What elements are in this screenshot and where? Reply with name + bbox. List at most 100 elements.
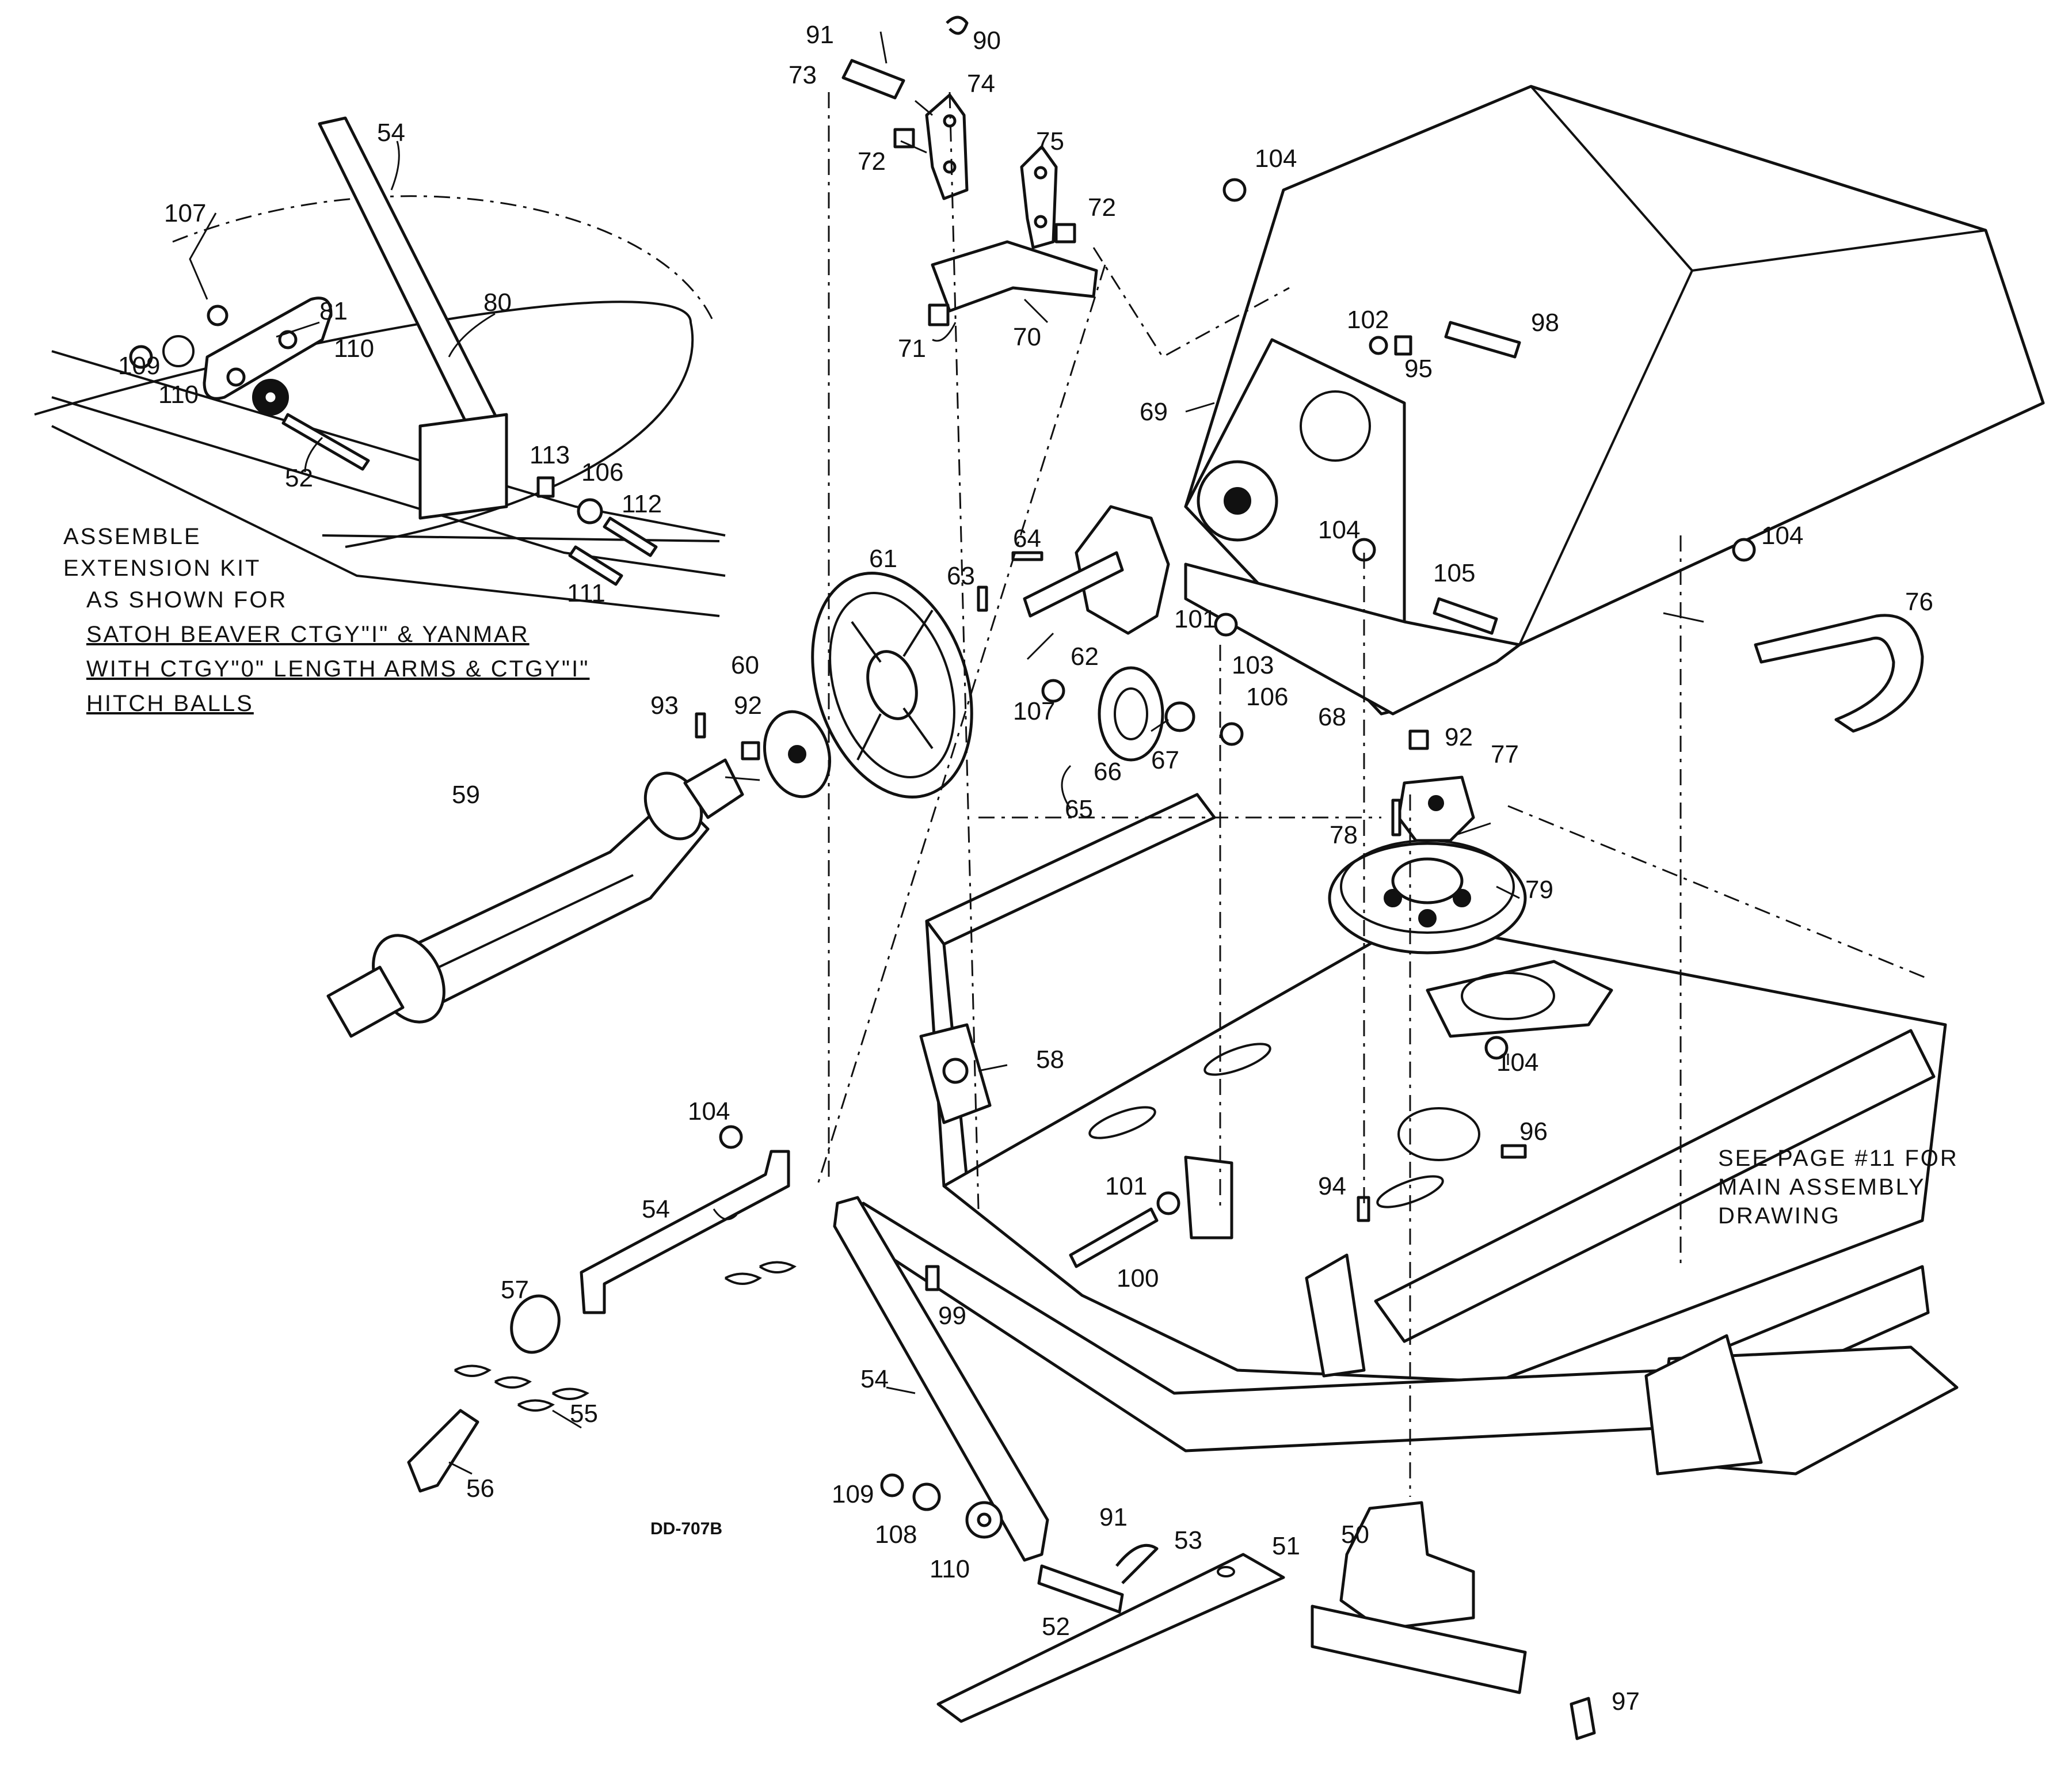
callout-105: 105	[1433, 559, 1475, 587]
washer-108	[912, 1482, 941, 1511]
nut-101	[1214, 613, 1238, 637]
callout-75: 75	[1036, 127, 1064, 155]
link-75	[1020, 145, 1058, 249]
drawing-number: DD-707B	[650, 1519, 722, 1538]
mower-deck	[850, 793, 1959, 1476]
callout-74: 74	[967, 70, 995, 98]
callout-76: 76	[1905, 588, 1933, 616]
reference-note-line-2: MAIN ASSEMBLY	[1718, 1174, 1926, 1200]
callout-54: 54	[642, 1195, 670, 1223]
callout-112: 112	[622, 490, 662, 518]
assembly-center-lines	[816, 92, 1929, 1497]
bolt-112	[603, 516, 658, 557]
hitch-arm-54-lower	[833, 1196, 1049, 1562]
callout-79: 79	[1525, 876, 1553, 904]
callout-110: 110	[158, 381, 199, 409]
callout-94: 94	[1318, 1172, 1346, 1200]
deck-right-rail	[1374, 1029, 1936, 1343]
setscrew-92a	[741, 741, 760, 761]
nut-104c	[1732, 538, 1756, 562]
extension-kit-note: ASSEMBLE EXTENSION KIT AS SHOWN FOR SATO…	[63, 524, 588, 716]
callout-72: 72	[1088, 193, 1116, 222]
callout-68: 68	[1318, 703, 1346, 731]
spindle-50	[1339, 1501, 1475, 1631]
key-63	[977, 585, 988, 612]
nut-104a	[1222, 178, 1247, 202]
spindle-base	[1311, 1605, 1527, 1694]
nut-104e	[719, 1125, 743, 1149]
callout-101: 101	[1174, 605, 1216, 633]
leader-lines	[189, 100, 1704, 1475]
extension-bracket-80	[418, 413, 508, 520]
bushing-72a	[893, 128, 915, 149]
callout-109: 109	[832, 1480, 874, 1508]
callout-51: 51	[1272, 1532, 1300, 1560]
callout-72: 72	[858, 147, 886, 176]
callout-104: 104	[1496, 1048, 1538, 1077]
callout-98: 98	[1531, 309, 1559, 337]
bearing-66	[1098, 666, 1164, 762]
callout-107: 107	[164, 199, 206, 227]
shaft-62	[1023, 551, 1124, 618]
bolt-98	[1444, 321, 1521, 359]
callout-77: 77	[1491, 740, 1519, 769]
pin-52	[1037, 1564, 1124, 1614]
callout-73: 73	[789, 61, 817, 89]
blade-pulley-group	[1328, 729, 1527, 955]
callout-54: 54	[377, 119, 405, 147]
callout-104: 104	[688, 1097, 730, 1126]
callout-60: 60	[731, 651, 759, 679]
callout-102: 102	[1347, 306, 1389, 334]
callout-109: 109	[118, 352, 160, 380]
top-link-group	[841, 16, 1098, 326]
callout-96: 96	[1519, 1117, 1548, 1146]
bolt-96	[1500, 1144, 1527, 1159]
gearbox-shield	[1023, 85, 2045, 716]
bolt-100	[1069, 1207, 1159, 1268]
callout-65: 65	[1065, 795, 1093, 823]
support-bracket-deck	[1184, 1155, 1233, 1240]
callout-57: 57	[501, 1276, 529, 1304]
main-assembly-reference-note: SEE PAGE #11 FOR MAIN ASSEMBLY DRAWING	[1718, 1146, 1959, 1229]
hitch-arm-54-upper	[580, 1150, 790, 1314]
callout-95: 95	[1404, 355, 1433, 383]
callout-91: 91	[806, 21, 834, 49]
spacer-67	[1164, 701, 1195, 732]
kit-note-line-6: HITCH BALLS	[86, 691, 254, 716]
clevis-70	[931, 240, 1098, 313]
washer-106b	[1220, 722, 1244, 746]
callout-113: 113	[530, 441, 570, 469]
hitch-arm-54-inset	[318, 116, 508, 448]
callout-67: 67	[1151, 746, 1179, 774]
callout-106: 106	[581, 458, 623, 486]
kit-note-line-2: EXTENSION KIT	[63, 556, 261, 581]
bracket-68	[1184, 562, 1521, 716]
callout-110: 110	[334, 334, 374, 363]
callout-62: 62	[1071, 642, 1099, 671]
pin-93	[695, 712, 706, 739]
setscrew-92b	[1408, 729, 1429, 750]
reference-note-line-1: SEE PAGE #11 FOR	[1718, 1146, 1959, 1171]
callout-93: 93	[650, 691, 679, 720]
callout-66: 66	[1094, 758, 1122, 786]
bushing-71	[928, 303, 950, 326]
chain-group	[407, 1261, 797, 1493]
nut-109b	[880, 1473, 904, 1497]
pto-shaft-59	[326, 712, 744, 1038]
callout-59: 59	[452, 781, 480, 809]
callout-55: 55	[570, 1400, 598, 1428]
nut-107b	[1041, 679, 1065, 703]
bolt-111	[568, 545, 623, 586]
pin-52-inset	[281, 413, 370, 471]
extension-kit-inset	[34, 116, 726, 617]
callout-103: 103	[1232, 651, 1274, 679]
callout-110: 110	[930, 1555, 970, 1583]
nut-107	[207, 305, 228, 326]
clip-53	[1115, 1543, 1159, 1584]
callout-90: 90	[973, 26, 1001, 55]
callout-52: 52	[285, 464, 313, 492]
callout-101: 101	[1105, 1172, 1147, 1200]
callout-53: 53	[1174, 1526, 1202, 1554]
bracket-front	[1305, 1253, 1366, 1378]
nut-95	[1394, 335, 1412, 356]
